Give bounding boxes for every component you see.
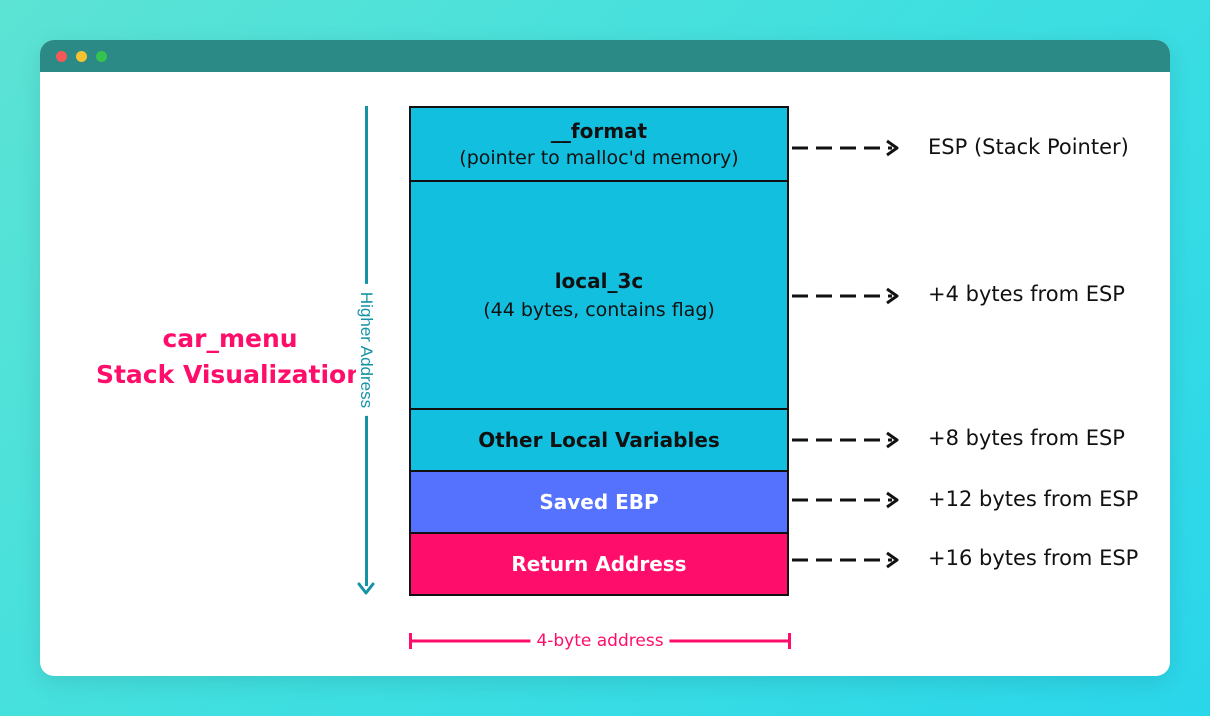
close-dot-icon[interactable]: [56, 51, 67, 62]
stack-cell-saved-ebp: Saved EBP: [411, 472, 787, 534]
diagram-title: Stack Visualization: [95, 360, 365, 389]
address-direction-arrowhead-icon: [357, 582, 375, 595]
width-dimension-label: 4-byte address: [530, 631, 670, 651]
offset-arrow-icon: [792, 287, 899, 305]
stack-cell-return-address: Return Address: [411, 534, 787, 594]
stack-cell-title: local_3c: [554, 269, 644, 293]
stack-cell-title: __format: [550, 119, 648, 143]
stack-frame: __format (pointer to malloc'd memory) lo…: [409, 106, 789, 596]
stack-cell-title: Other Local Variables: [478, 428, 720, 452]
minimize-dot-icon[interactable]: [76, 51, 87, 62]
offset-label-esp: ESP (Stack Pointer): [928, 135, 1129, 159]
offset-label-plus-4: +4 bytes from ESP: [928, 282, 1125, 306]
diagram-title-function: car_menu: [162, 324, 298, 353]
maximize-dot-icon[interactable]: [96, 51, 107, 62]
offset-label-plus-8: +8 bytes from ESP: [928, 426, 1125, 450]
offset-label-plus-16: +16 bytes from ESP: [928, 546, 1139, 570]
diagram-window: car_menu Stack Visualization Higher Addr…: [40, 40, 1170, 676]
offset-label-plus-12: +12 bytes from ESP: [928, 487, 1139, 511]
stack-cell-subtitle: (pointer to malloc'd memory): [459, 147, 739, 169]
stack-cell-title: Saved EBP: [539, 490, 659, 514]
address-direction-label: Higher Address: [356, 283, 376, 417]
stack-cell-local-3c: local_3c (44 bytes, contains flag): [411, 182, 787, 410]
stack-cell-subtitle: (44 bytes, contains flag): [483, 299, 715, 321]
window-titlebar: [40, 40, 1170, 72]
offset-arrow-icon: [792, 431, 899, 449]
offset-arrow-icon: [792, 551, 899, 569]
stack-cell-other-locals: Other Local Variables: [411, 410, 787, 472]
stack-cell-title: Return Address: [511, 552, 687, 576]
offset-arrow-icon: [792, 491, 899, 509]
stack-cell-format: __format (pointer to malloc'd memory): [411, 108, 787, 182]
offset-arrow-icon: [792, 139, 899, 157]
